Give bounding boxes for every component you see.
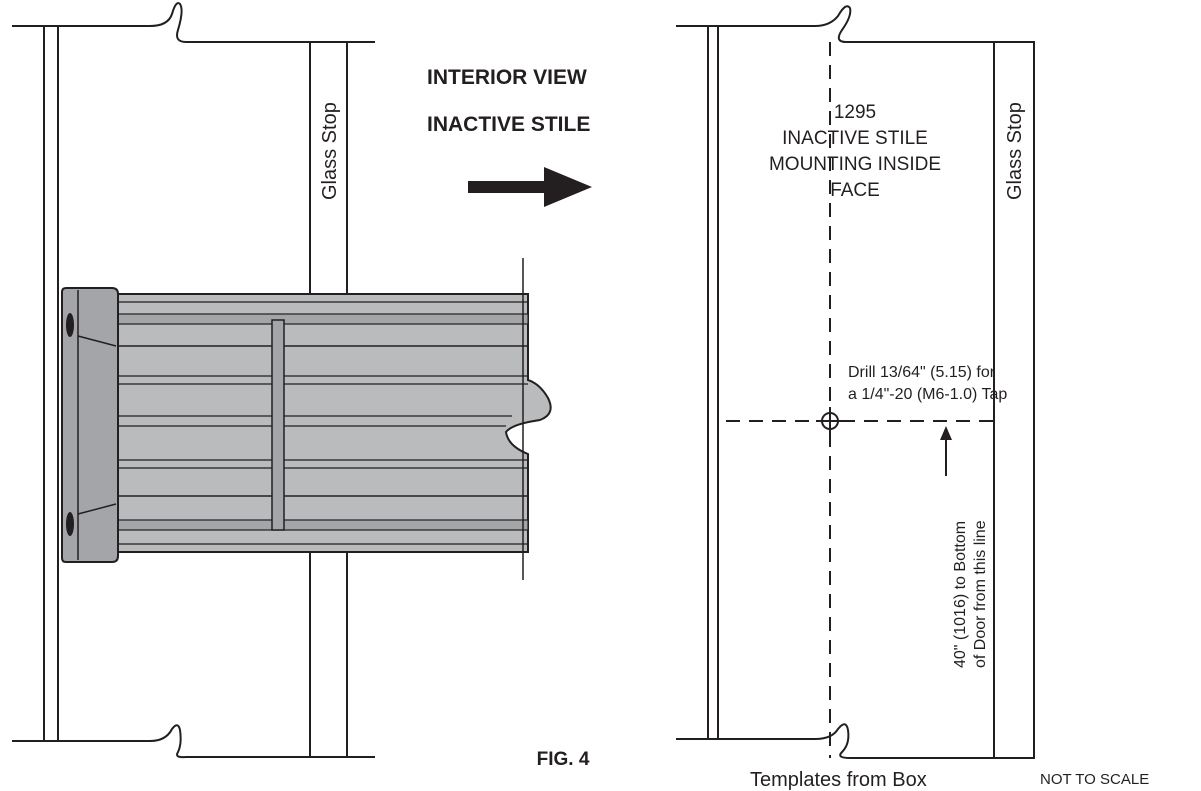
dimension-arrow-icon [940,426,952,476]
view-title-line1: INTERIOR VIEW [427,66,587,89]
scale-note: NOT TO SCALE [1040,771,1149,788]
templates-label: Templates from Box [750,769,927,791]
figure-label: FIG. 4 [537,749,590,770]
drill-hole-icon [816,407,844,435]
drill-instruction-line1: Drill 13/64" (5.15) for [848,364,996,381]
right-template-panel [676,5,1035,759]
template-line1: INACTIVE STILE [782,128,928,149]
dimension-line1: 40" (1016) to Bottom [952,521,969,668]
template-number: 1295 [834,102,876,123]
left-top-break-line [12,2,375,43]
right-glass-stop-label: Glass Stop [1004,102,1026,200]
left-glass-stop-label: Glass Stop [319,102,341,200]
template-line2: MOUNTING INSIDE [769,154,941,175]
dimension-line2: of Door from this line [972,520,989,668]
right-bottom-break-line [676,723,1035,759]
view-title-line2: INACTIVE STILE [427,113,590,136]
direction-arrow-icon [468,167,592,207]
drill-instruction-line2: a 1/4"-20 (M6-1.0) Tap [848,386,1007,403]
door-closer [61,258,552,580]
left-bottom-break-line [12,724,375,759]
template-line3: FACE [830,180,880,201]
right-top-break-line [676,5,1035,43]
template-title: 1295 INACTIVE STILE MOUNTING INSIDE FACE [769,102,941,201]
